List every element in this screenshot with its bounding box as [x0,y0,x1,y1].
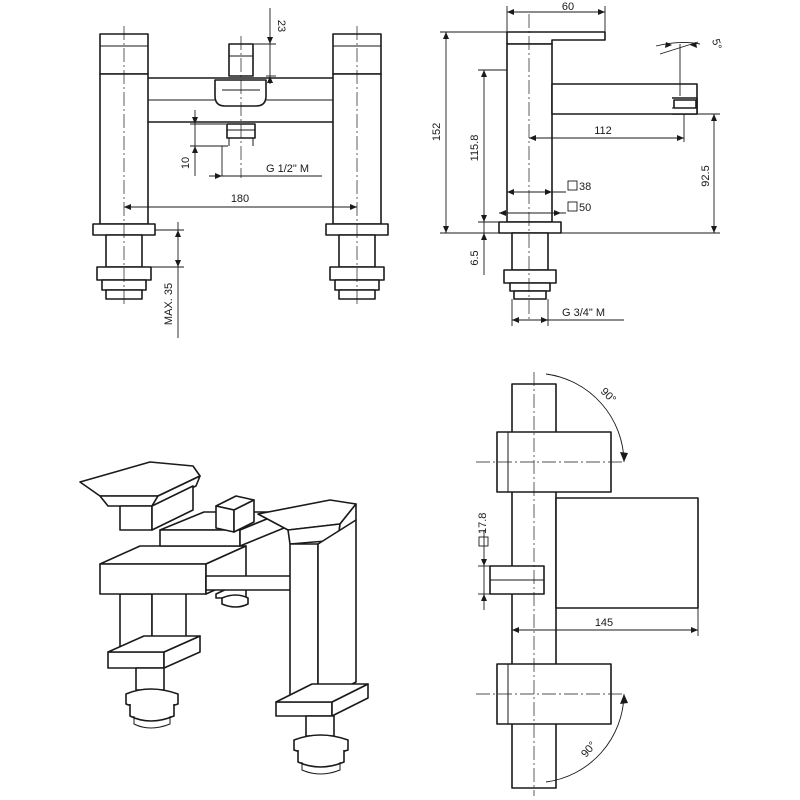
side-dim-92-5-label: 92.5 [700,165,712,186]
front-dim-thread-label: G 1/2" M [266,163,309,175]
side-dim-152: 152 [431,31,507,234]
side-dim-152-label: 152 [431,123,443,141]
side-dim-92-5: 92.5 [561,113,720,234]
top-dim-17-8: 17.8 [477,513,490,610]
side-dim-112: 112 [529,114,685,142]
side-dim-thread: G 3/4" M [511,299,624,326]
side-dim-squares: 38 50 [499,180,591,216]
front-dim-10-label: 10 [180,157,192,169]
side-dim-angle-label: 5° [709,38,723,51]
side-dim-50-label: 50 [579,202,591,214]
side-view: 60 5° 152 115.8 [431,1,723,326]
side-dim-angle: 5° [655,38,723,96]
side-dim-38-label: 38 [579,181,591,193]
isometric-view [79,461,369,775]
iso-left-pillar [107,485,201,729]
top-dim-145-label: 145 [595,617,613,629]
front-dim-10: 10 [180,110,228,176]
front-dim-max35-label: MAX. 35 [163,283,175,325]
side-spout [551,83,698,115]
front-view: 23 10 G 1/2" M 180 [92,8,389,338]
side-dim-6-5-label: 6.5 [469,250,481,265]
front-dim-max35: MAX. 35 [151,222,184,338]
front-diverter [214,43,267,107]
side-dim-112-label: 112 [594,125,612,137]
front-dim-180-label: 180 [231,193,249,205]
top-dim-145: 145 [512,608,699,636]
front-dim-thread: G 1/2" M [209,146,322,179]
side-dim-thread-label: G 3/4" M [562,307,605,319]
front-dim-180: 180 [124,193,357,210]
square-symbol-38 [567,180,578,191]
top-dim-17-8-label: 17.8 [477,513,489,534]
front-dim-23-label: 23 [275,20,287,32]
top-view: 90° 90° 17.8 145 [476,372,699,796]
side-dim-6-5: 6.5 [469,214,499,275]
side-base [498,221,562,300]
square-symbol-50 [567,201,578,212]
side-body [506,43,553,223]
side-dim-60: 60 [506,1,606,32]
square-symbol-17-8 [478,536,489,547]
iso-diverter [215,495,255,533]
front-dim-23: 23 [253,8,287,84]
side-dim-115-8: 115.8 [469,69,507,223]
iso-right-pillar [275,519,369,775]
top-dim-angle-bottom-label: 90° [579,739,599,759]
side-dim-60-label: 60 [562,1,574,13]
side-handle [506,31,606,45]
side-dim-115-8-label: 115.8 [469,135,481,162]
